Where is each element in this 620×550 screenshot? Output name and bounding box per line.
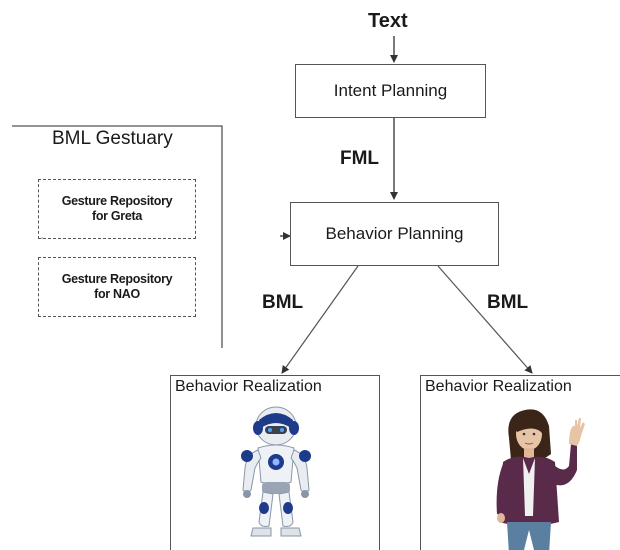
realization-greta-title: Behavior Realization	[425, 378, 572, 395]
greta-agent-icon	[496, 409, 585, 550]
bml-right-label: BML	[487, 292, 529, 313]
gestuary-bracket	[12, 125, 223, 348]
realization-greta-panel: Behavior Realization	[420, 375, 620, 550]
arrow-behavior-to-robot	[281, 265, 359, 374]
behavior-planning-label: Behavior Planning	[325, 224, 464, 243]
gesture-repo-greta-line2: for Greta	[91, 209, 143, 223]
gesture-repo-greta-line1: Gesture Repository	[61, 194, 173, 208]
realization-robot-panel: Behavior Realization	[170, 375, 380, 550]
text-input-label: Text	[368, 10, 408, 32]
gesture-repo-nao: Gesture Repository for NAO	[38, 257, 196, 317]
gesture-repo-nao-line2: for NAO	[94, 287, 140, 301]
gesture-repo-greta: Gesture Repository for Greta	[38, 179, 196, 239]
arrow-behavior-to-greta	[437, 265, 533, 374]
gesture-repo-nao-line1: Gesture Repository	[61, 272, 173, 286]
gestuary-title: BML Gestuary	[52, 128, 173, 149]
bml-left-label: BML	[262, 292, 304, 313]
realization-robot-title: Behavior Realization	[175, 378, 322, 395]
intent-planning-label: Intent Planning	[333, 81, 448, 100]
fml-label: FML	[340, 148, 380, 169]
intent-planning-box: Intent Planning	[295, 64, 486, 118]
nao-robot-icon	[241, 406, 311, 537]
behavior-planning-box: Behavior Planning	[290, 202, 499, 266]
